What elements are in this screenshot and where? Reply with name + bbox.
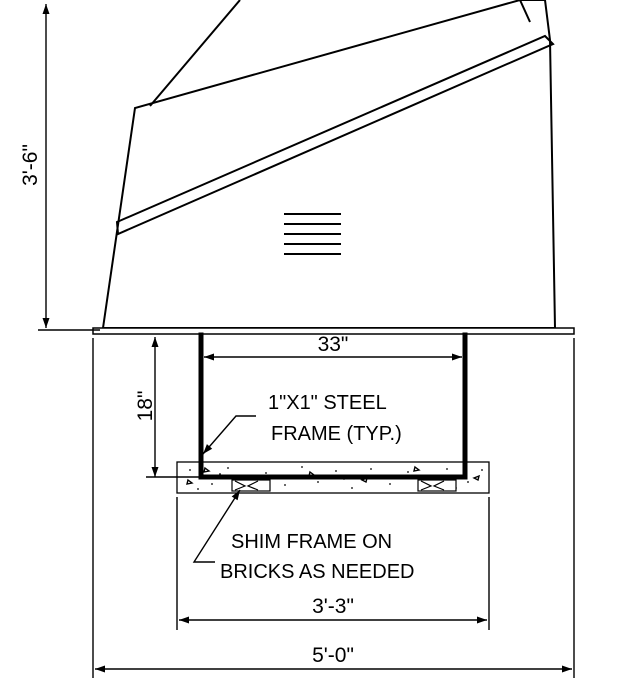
dimension-overall-width: 5'-0" [92,338,575,678]
shim-note-line2: BRICKS AS NEEDED [220,561,415,583]
steel-frame [198,332,468,480]
shim-brick-left [231,479,271,492]
steel-frame-note-line1: 1"X1" STEEL [268,392,387,414]
dimension-unit-height: 3'-6" [19,3,100,331]
steel-frame-members [198,332,468,480]
unit-base-plate [92,327,575,335]
steel-frame-note-line2: FRAME (TYP.) [271,423,402,445]
frame-width-label: 33" [318,333,349,356]
equipment-unit [92,0,575,335]
shim-note-line1: SHIM FRAME ON [231,531,392,553]
note-steel-frame: 1"X1" STEEL FRAME (TYP.) [202,392,402,455]
unit-sloped-band [115,34,555,236]
note-shim: SHIM FRAME ON BRICKS AS NEEDED [192,489,415,583]
unit-housing [101,0,557,329]
shim-brick-right [417,479,457,492]
unit-upper-cowl [149,0,531,107]
frame-height-label: 18" [134,391,157,422]
shim-bricks [231,479,457,492]
overall-width-label: 5'-0" [312,644,354,667]
dimension-pad-width: 3'-3" [176,497,490,630]
unit-height-label: 3'-6" [19,144,42,186]
dimension-frame-width: 33" [204,333,462,361]
pad-width-label: 3'-3" [312,595,354,618]
vent-louver [284,213,341,255]
dimension-frame-height: 18" [134,337,200,478]
